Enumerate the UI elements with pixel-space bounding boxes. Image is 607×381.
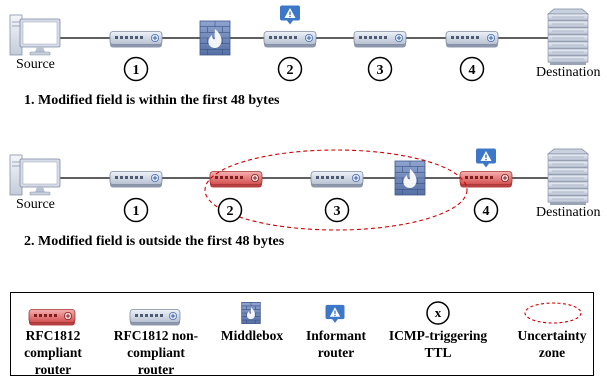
legend-label-compliant-router: RFC1812 compliant router [24, 328, 82, 377]
svg-text:3: 3 [377, 63, 384, 78]
legend-label-noncompliant-router: RFC1812 non- compliant router [113, 328, 199, 377]
legend-middlebox-icon [241, 302, 261, 324]
source-label: Source [16, 197, 55, 212]
destination-label: Destination [536, 205, 601, 220]
hop-number-1: 1 [123, 197, 149, 223]
hop-number-2: 2 [217, 197, 243, 223]
legend-label-uncertainty-zone: Uncertainty zone [517, 328, 587, 360]
hop-number-2: 2 [277, 56, 303, 82]
hop-number-4: 4 [459, 56, 485, 82]
source-computer-icon [9, 14, 61, 56]
hop-number-3: 3 [324, 197, 350, 223]
router-icon [310, 171, 364, 188]
svg-text:3: 3 [334, 204, 341, 219]
hop-number-1: 1 [123, 56, 149, 82]
destination-server-icon [547, 148, 589, 205]
svg-text:1: 1 [133, 63, 140, 78]
warning-icon [280, 5, 300, 25]
source-label: Source [16, 57, 55, 72]
svg-text:x: x [435, 305, 442, 320]
legend-icmp-ttl-icon: x [426, 301, 450, 325]
svg-text:1: 1 [133, 204, 140, 219]
svg-text:2: 2 [227, 204, 234, 219]
source-computer-icon [9, 154, 61, 196]
legend-compliant-router-icon [28, 309, 76, 326]
firewall-icon [199, 20, 231, 56]
hop-number-4: 4 [473, 197, 499, 223]
legend-uncertainty-zone-icon [524, 302, 582, 324]
destination-label: Destination [536, 65, 601, 80]
legend [10, 292, 594, 376]
firewall-icon [394, 160, 426, 196]
hop-number-3: 3 [367, 56, 393, 82]
compliant-router-icon [459, 171, 513, 188]
compliant-router-icon [209, 171, 263, 188]
router-icon [263, 31, 317, 48]
router-icon [353, 31, 407, 48]
svg-text:4: 4 [483, 204, 490, 219]
router-icon [109, 171, 163, 188]
router-icon [445, 31, 499, 48]
uncertainty-zone-ellipse [204, 149, 468, 231]
legend-label-icmp-triggering-ttl: ICMP-triggering TTL [388, 328, 488, 360]
scenario-1-caption: 1. Modified field is within the first 48… [24, 93, 280, 108]
legend-informant-icon [325, 304, 345, 323]
legend-label-middlebox: Middlebox [220, 328, 284, 343]
legend-noncompliant-router-icon [129, 309, 181, 326]
svg-text:2: 2 [287, 63, 294, 78]
scenario-2-caption: 2. Modified field is outside the first 4… [24, 234, 285, 249]
router-icon [109, 31, 163, 48]
legend-label-informant-router: Informant router [306, 328, 366, 360]
svg-text:4: 4 [469, 63, 476, 78]
warning-icon [476, 148, 496, 168]
destination-server-icon [547, 8, 589, 65]
